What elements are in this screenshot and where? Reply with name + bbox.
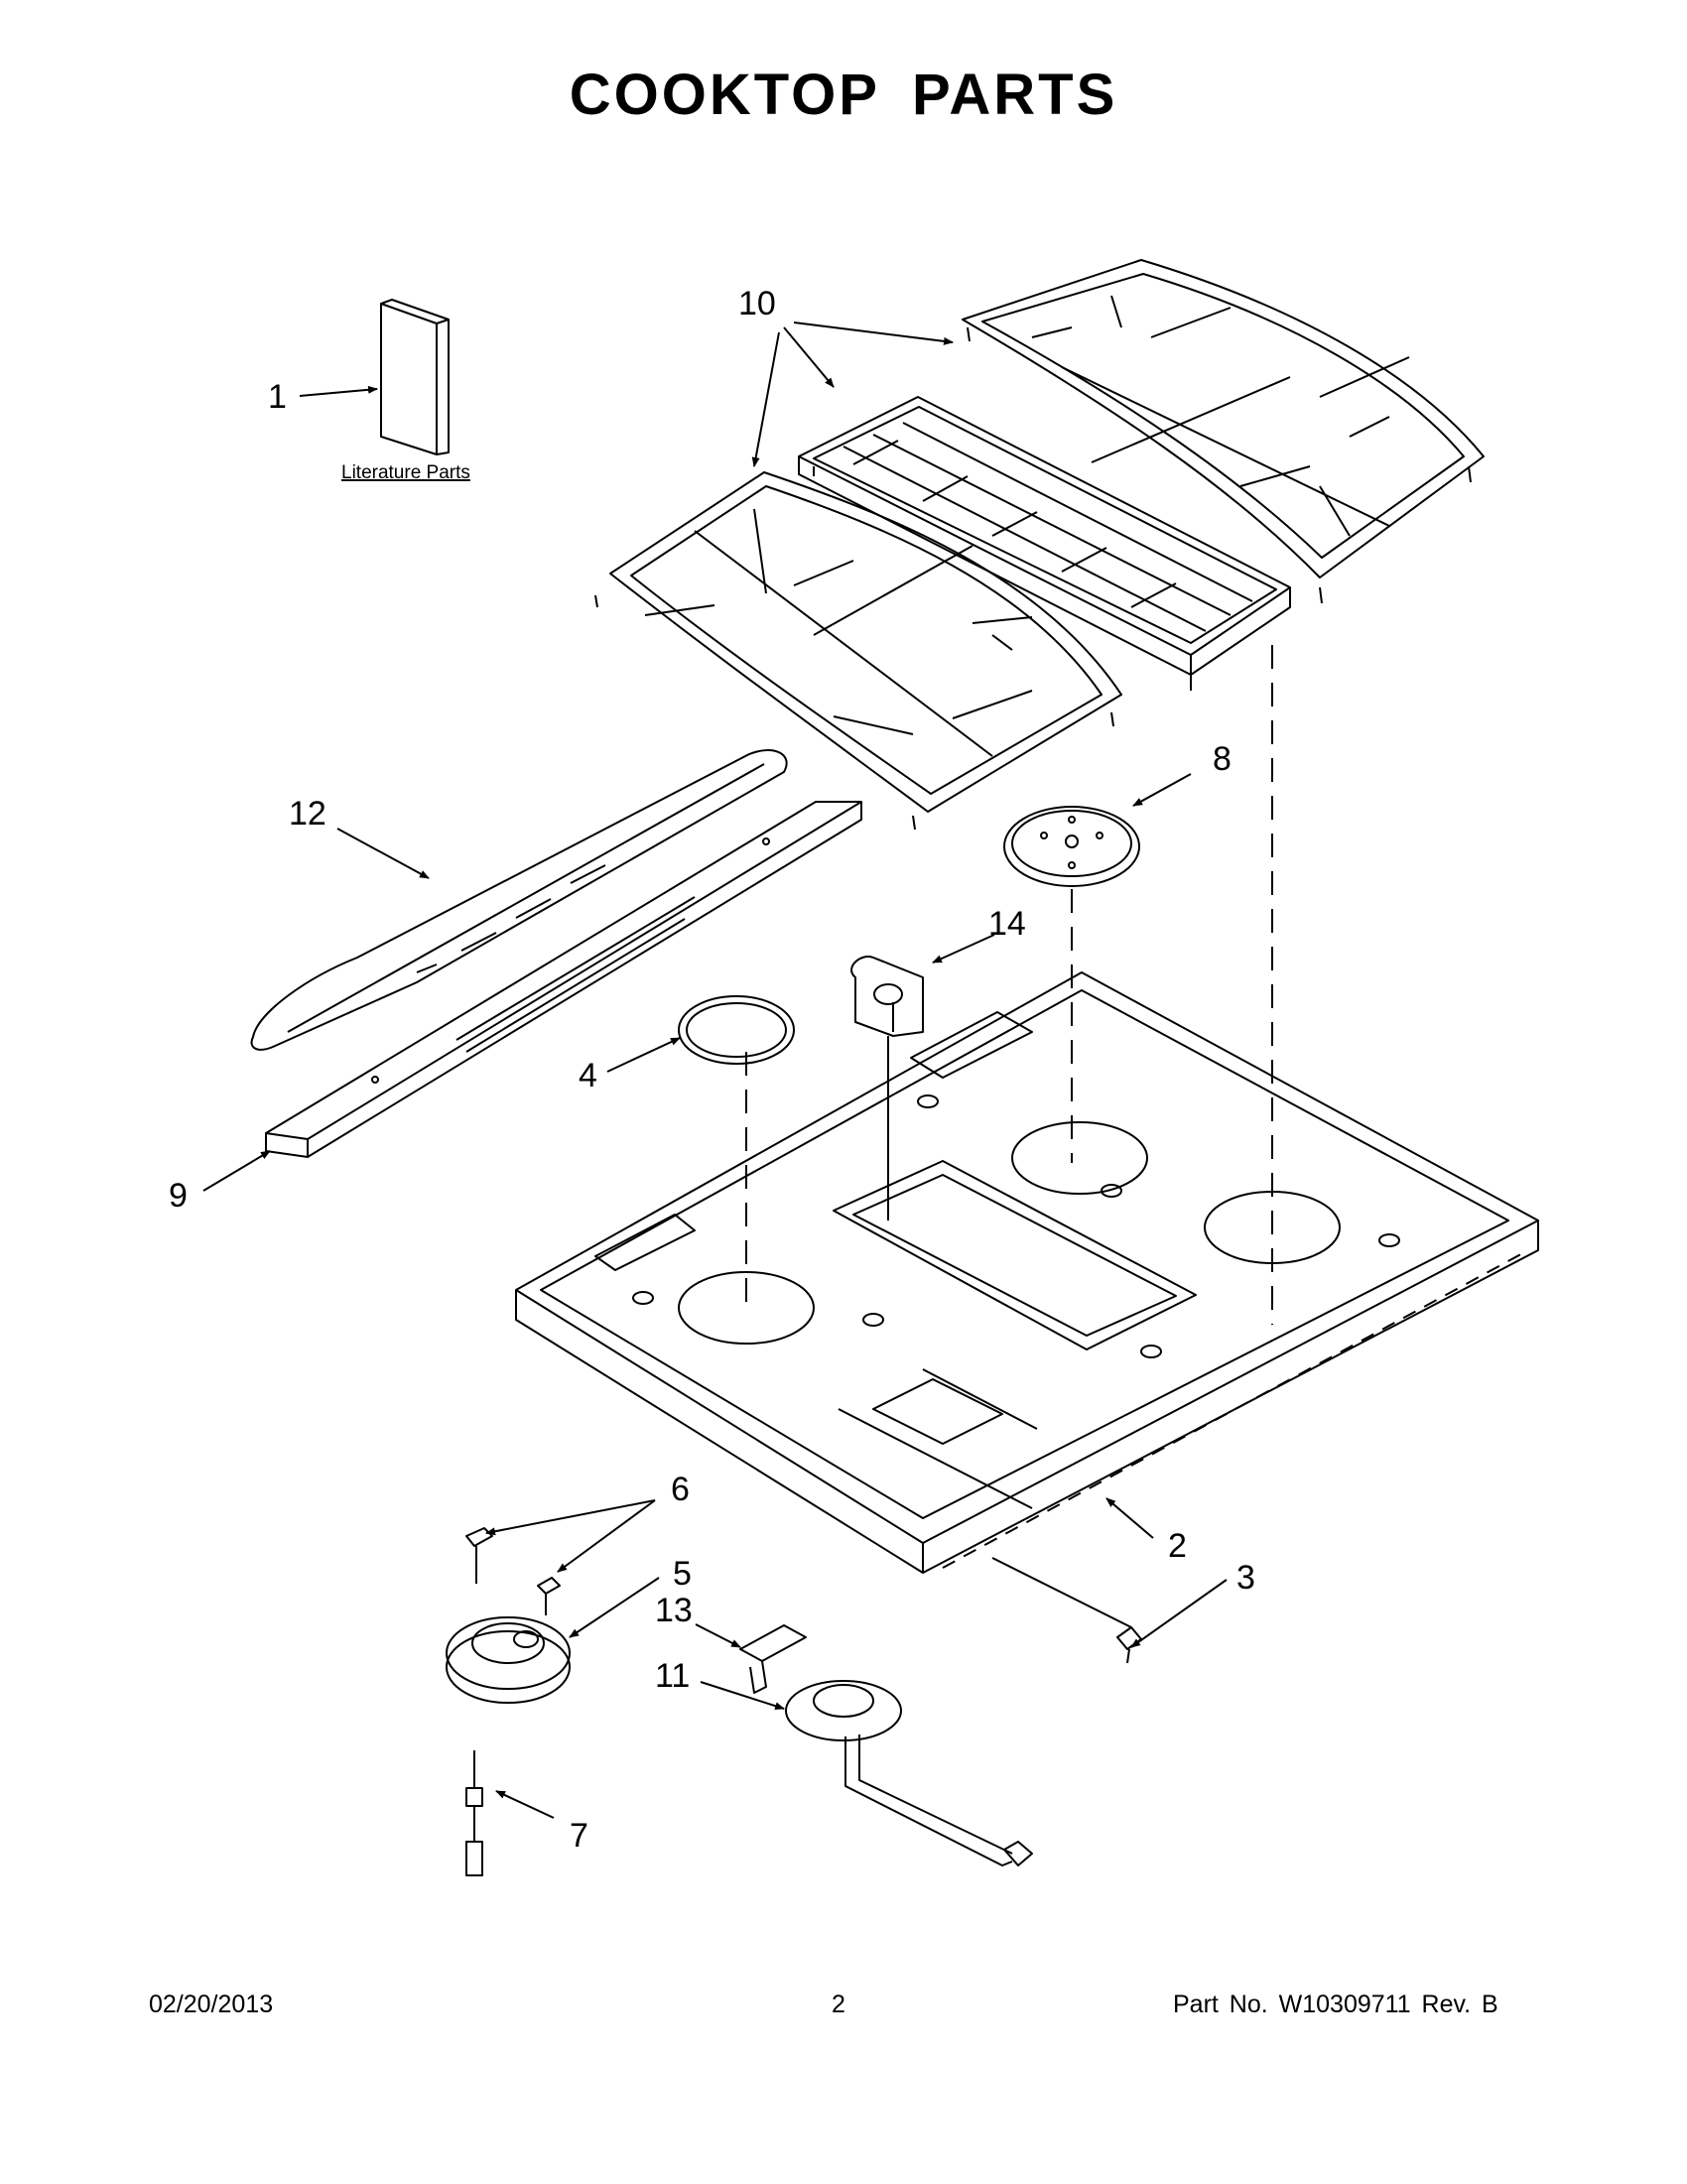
footer-part-number: Part No. W10309711 Rev. B	[1173, 1991, 1498, 2018]
burner-screws	[465, 1527, 561, 1615]
griddle-burner	[785, 1680, 1033, 1866]
callout-14: 14	[988, 905, 1026, 943]
mounting-bracket	[739, 1624, 807, 1694]
literature-parts-label: Literature Parts	[341, 462, 470, 483]
left-burner-grate	[594, 471, 1122, 831]
center-griddle-grate	[798, 396, 1291, 691]
callout-7: 7	[570, 1817, 588, 1855]
callout-12: 12	[289, 795, 326, 833]
surface-burner	[446, 1616, 571, 1704]
right-burner-grate	[962, 259, 1485, 604]
callout-6: 6	[671, 1471, 690, 1508]
backguard-strip	[265, 801, 862, 1158]
footer-page-number: 2	[832, 1991, 845, 2018]
page-title: COOKTOP PARTS	[569, 63, 1118, 127]
callout-9: 9	[169, 1177, 188, 1215]
burner-seal-ring	[678, 995, 795, 1065]
spark-igniter	[465, 1750, 483, 1876]
callout-13: 13	[655, 1592, 693, 1629]
callout-3: 3	[1236, 1559, 1255, 1597]
literature-booklet	[380, 299, 450, 455]
callout-11: 11	[655, 1657, 690, 1695]
callout-8: 8	[1213, 740, 1232, 778]
callout-4: 4	[579, 1057, 597, 1094]
cooktop-tray	[515, 971, 1539, 1574]
tray-screw	[1116, 1626, 1142, 1664]
igniter-bracket	[850, 956, 924, 1037]
vent-trim	[250, 749, 788, 1051]
callout-10: 10	[738, 285, 776, 322]
callout-1: 1	[268, 378, 287, 416]
callout-2: 2	[1168, 1527, 1187, 1565]
burner-cap	[1003, 806, 1140, 887]
footer-date: 02/20/2013	[149, 1991, 274, 2018]
callout-5: 5	[673, 1555, 692, 1593]
